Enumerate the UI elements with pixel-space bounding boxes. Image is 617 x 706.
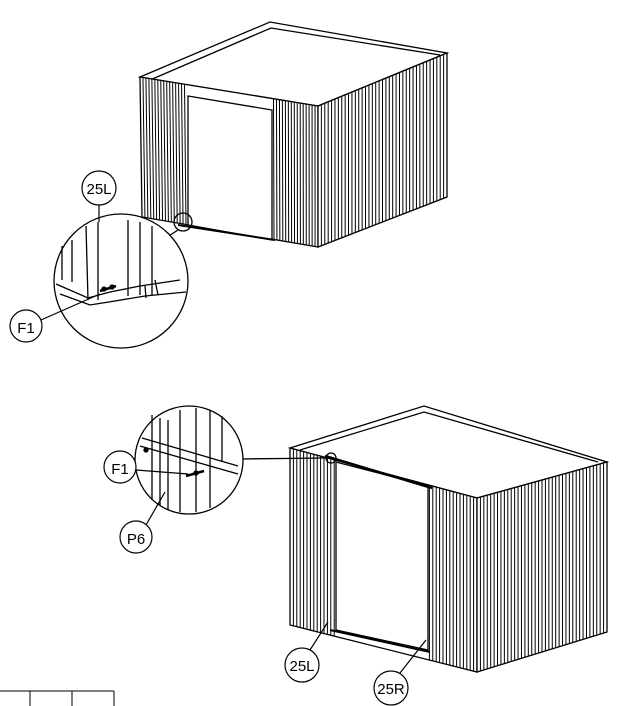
callout-p6-label: P6	[127, 531, 145, 548]
wall-rib	[145, 77, 149, 219]
shed-one-left-ribs	[142, 77, 316, 247]
wall-rib	[142, 77, 146, 218]
shed-two-door-opening	[335, 461, 429, 651]
wall-rib	[163, 80, 166, 222]
callout-25l-bottom-label: 25L	[289, 658, 314, 675]
shed-two-side-ribs	[479, 462, 605, 671]
shed-one-right-ribs	[320, 54, 445, 246]
callout-f1-bottom: F1	[103, 450, 189, 484]
wall-rib	[172, 82, 175, 223]
detail-circle-two	[134, 405, 244, 515]
wall-rib	[273, 98, 275, 240]
shed-two-top-rail	[324, 454, 433, 490]
callout-f1-bottom-label: F1	[111, 461, 129, 478]
wall-rib	[151, 78, 155, 220]
callout-25l-bottom: 25L	[284, 621, 329, 683]
wall-rib	[181, 83, 184, 225]
callout-f1-top-label: F1	[17, 320, 35, 337]
shed-one-door-opening	[187, 95, 273, 241]
callout-25l-top: 25L	[81, 170, 117, 222]
callout-p6: P6	[119, 491, 166, 554]
wall-rib	[160, 80, 164, 221]
wall-rib	[148, 78, 152, 219]
wall-rib	[169, 81, 172, 223]
table-fragment	[0, 690, 115, 706]
callout-25l-top-label: 25L	[86, 181, 111, 198]
shed-two-bottom-rail	[329, 629, 431, 653]
wall-rib	[166, 81, 169, 222]
shed-one-door-rail	[177, 224, 276, 241]
wall-rib	[175, 82, 178, 224]
wall-rib	[184, 84, 187, 225]
shed-step-one	[137, 21, 450, 249]
callout-f1-top: F1	[9, 293, 101, 343]
wall-rib	[178, 83, 181, 224]
wall-rib	[157, 79, 161, 221]
shed-one-detail-marker	[173, 212, 193, 232]
shed-step-two	[239, 405, 610, 673]
callout-25r: 25R	[373, 639, 427, 706]
callout-25r-label: 25R	[377, 681, 405, 698]
shed-two-front-ribs	[292, 448, 475, 672]
shed-two-leader	[239, 457, 327, 460]
shed-one-roof-inner	[149, 27, 441, 81]
wall-rib	[154, 79, 158, 220]
detail-circle-one	[53, 213, 189, 349]
shed-two-roof-inner	[299, 411, 599, 463]
